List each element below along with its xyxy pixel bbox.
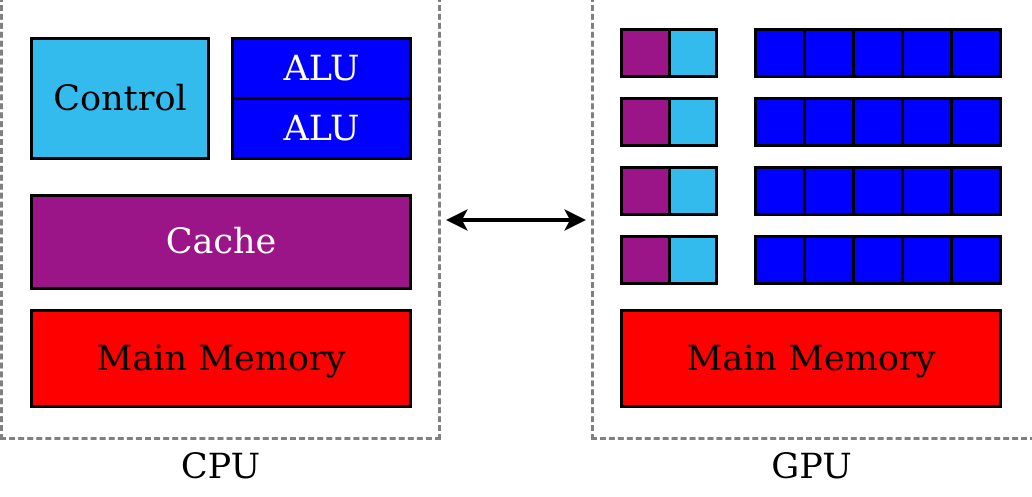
- cpu-alu-2: ALU: [231, 97, 412, 160]
- gpu-cache-cell: [620, 28, 671, 78]
- gpu-alu-cell: [901, 28, 953, 78]
- cpu-main-memory: Main Memory: [30, 309, 412, 408]
- gpu-alu-cell: [901, 97, 953, 147]
- double-arrow-icon: [446, 209, 586, 231]
- gpu-cache-cell: [620, 235, 671, 285]
- gpu-alu-cell: [754, 28, 806, 78]
- cpu-caption: CPU: [180, 447, 261, 487]
- gpu-alu-cell: [950, 28, 1002, 78]
- gpu-alu-cell: [852, 166, 904, 216]
- cpu-main-memory-label: Main Memory: [96, 338, 346, 379]
- gpu-caption: GPU: [771, 447, 852, 487]
- gpu-main-memory: Main Memory: [620, 309, 1002, 408]
- gpu-alu-cell: [754, 166, 806, 216]
- cpu-alu-2-label: ALU: [283, 108, 360, 149]
- gpu-row-4-alus: [754, 235, 1002, 285]
- gpu-row-3-cache-control: [620, 166, 718, 216]
- cpu-control-unit: Control: [30, 37, 210, 160]
- gpu-control-cell: [668, 235, 718, 285]
- gpu-alu-cell: [852, 97, 904, 147]
- gpu-alu-cell: [803, 166, 855, 216]
- gpu-alu-cell: [803, 235, 855, 285]
- gpu-row-2-alus: [754, 97, 1002, 147]
- gpu-alu-cell: [803, 28, 855, 78]
- gpu-row-1-cache-control: [620, 28, 718, 78]
- cpu-control-label: Control: [53, 78, 187, 119]
- gpu-row-2-cache-control: [620, 97, 718, 147]
- gpu-cache-cell: [620, 166, 671, 216]
- gpu-row-1-alus: [754, 28, 1002, 78]
- gpu-row-4-cache-control: [620, 235, 718, 285]
- gpu-alu-cell: [754, 97, 806, 147]
- gpu-alu-cell: [852, 28, 904, 78]
- cpu-cache-label: Cache: [165, 222, 277, 262]
- gpu-container: [591, 0, 1032, 440]
- cpu-cache: Cache: [30, 194, 412, 290]
- cpu-alu-1-label: ALU: [283, 48, 360, 89]
- gpu-alu-cell: [803, 97, 855, 147]
- gpu-control-cell: [668, 97, 718, 147]
- gpu-cache-cell: [620, 97, 671, 147]
- gpu-main-memory-label: Main Memory: [686, 338, 936, 379]
- gpu-control-cell: [668, 28, 718, 78]
- gpu-control-cell: [668, 166, 718, 216]
- gpu-alu-cell: [950, 235, 1002, 285]
- gpu-alu-cell: [950, 97, 1002, 147]
- gpu-alu-cell: [901, 235, 953, 285]
- cpu-container: [0, 0, 441, 440]
- gpu-row-3-alus: [754, 166, 1002, 216]
- gpu-alu-cell: [852, 235, 904, 285]
- cpu-alu-1: ALU: [231, 37, 412, 100]
- gpu-alu-cell: [754, 235, 806, 285]
- gpu-alu-cell: [901, 166, 953, 216]
- gpu-alu-cell: [950, 166, 1002, 216]
